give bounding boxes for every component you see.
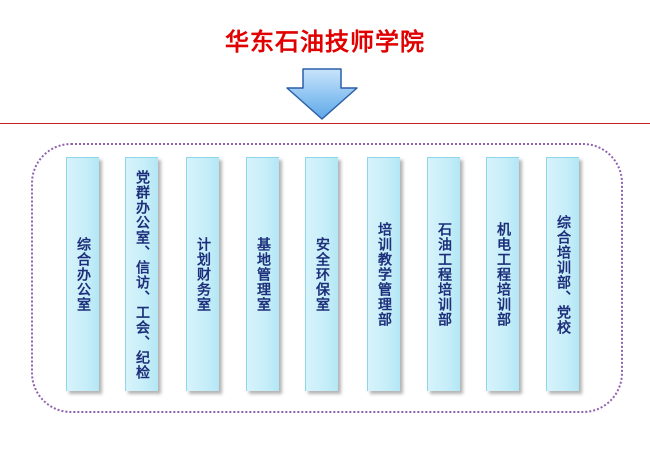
dept-label: 石油工程培训部 xyxy=(436,222,452,327)
dept-box-1: 综合办公室 xyxy=(66,157,99,391)
dept-label: 安全环保室 xyxy=(314,237,330,312)
dept-box-9: 综合培训部、党校 xyxy=(546,157,579,391)
departments-container xyxy=(31,143,623,413)
dept-box-5: 安全环保室 xyxy=(305,157,338,391)
dept-label: 党群办公室、信访、工会、纪检 xyxy=(134,169,150,380)
page-title: 华东石油技师学院 xyxy=(225,28,425,56)
dept-box-4: 基地管理室 xyxy=(246,157,279,391)
dept-label: 基地管理室 xyxy=(255,237,271,312)
dept-box-2: 党群办公室、信访、工会、纪检 xyxy=(125,157,158,391)
dept-box-8: 机电工程培训部 xyxy=(486,157,519,391)
dept-box-7: 石油工程培训部 xyxy=(427,157,460,391)
dept-label: 计划财务室 xyxy=(195,237,211,312)
dept-box-6: 培训教学管理部 xyxy=(367,157,400,391)
dept-label: 机电工程培训部 xyxy=(495,222,511,327)
dept-label: 综合培训部、党校 xyxy=(555,214,571,335)
dept-label: 培训教学管理部 xyxy=(376,222,392,327)
title-divider xyxy=(0,123,650,124)
dept-box-3: 计划财务室 xyxy=(186,157,219,391)
dept-label: 综合办公室 xyxy=(75,237,91,312)
down-arrow-icon xyxy=(286,68,358,120)
